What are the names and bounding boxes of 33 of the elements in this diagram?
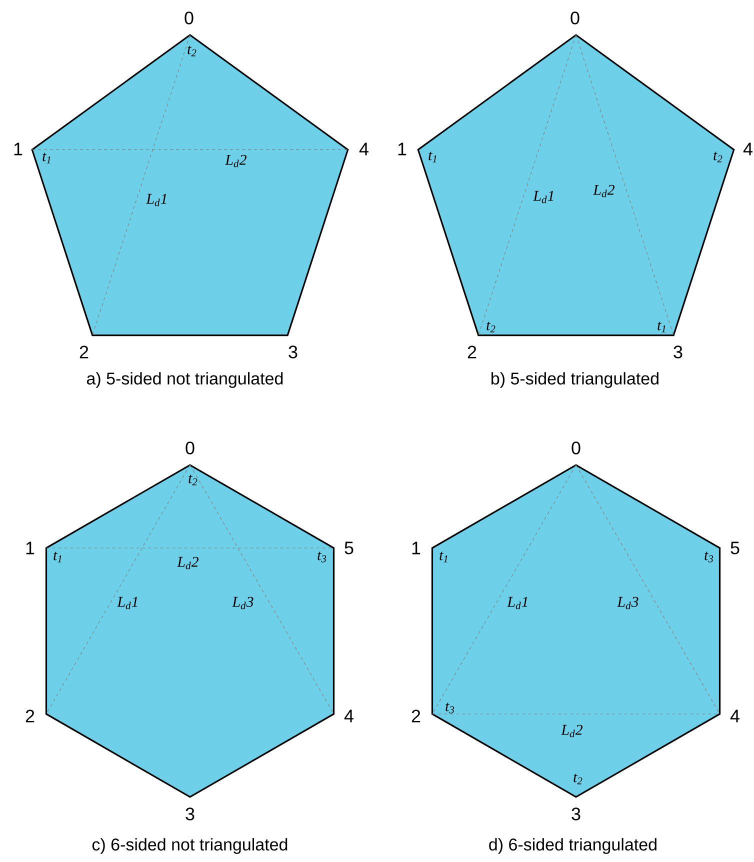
symbol-label: t$_{1}$ — [42, 152, 50, 164]
symbol-label: L$_{d}$2 — [561, 724, 582, 738]
symbol-label: t$_{2}$ — [188, 474, 198, 486]
symbol-label: L$_{d}$2 — [593, 184, 614, 198]
polygon — [45, 464, 335, 798]
polygon — [431, 464, 721, 798]
symbol-label: L$_{d}$1 — [533, 190, 554, 204]
symbol-label: L$_{d}$1 — [146, 194, 166, 206]
symbol-label: L$_{d}$2 — [177, 556, 198, 570]
symbol-label: L$_{d}$1 — [117, 596, 138, 610]
symbol-label: L$_{d}$3 — [232, 596, 254, 610]
symbol-label: L$_{d}$2 — [225, 154, 246, 168]
symbol-label: t$_{2}$ — [714, 152, 722, 162]
symbol-label: L$_{d}$1 — [507, 596, 528, 610]
symbol-label: t$_{3}$ — [318, 552, 326, 562]
symbol-label: L$_{d}$3 — [617, 596, 638, 610]
symbol-label: t$_{3}$ — [704, 552, 714, 562]
symbol-label: t$_{1}$ — [440, 552, 448, 562]
symbol-label: t$_{1}$ — [658, 322, 666, 332]
symbol-label: t$_{2}$ — [188, 46, 196, 56]
polygon — [31, 34, 349, 336]
polygon — [417, 34, 735, 336]
symbol-label: t$_{2}$ — [486, 322, 496, 332]
symbol-label: t$_{2}$ — [574, 774, 582, 784]
symbol-label: t$_{1}$ — [428, 152, 436, 162]
symbol-label: t$_{1}$ — [54, 552, 62, 562]
vertex-number: 4 — [359, 142, 368, 156]
node-label: c) 6-sided not triangulated — [92, 838, 288, 854]
node-label: a) 5-sided not triangulated — [86, 372, 283, 388]
symbol-label: t$_{3}$ — [446, 702, 454, 714]
node-label: d) 6-sided triangulated — [489, 838, 656, 854]
node-label: b) 5-sided triangulated — [492, 372, 658, 388]
vertex-number: 1 — [398, 142, 406, 156]
